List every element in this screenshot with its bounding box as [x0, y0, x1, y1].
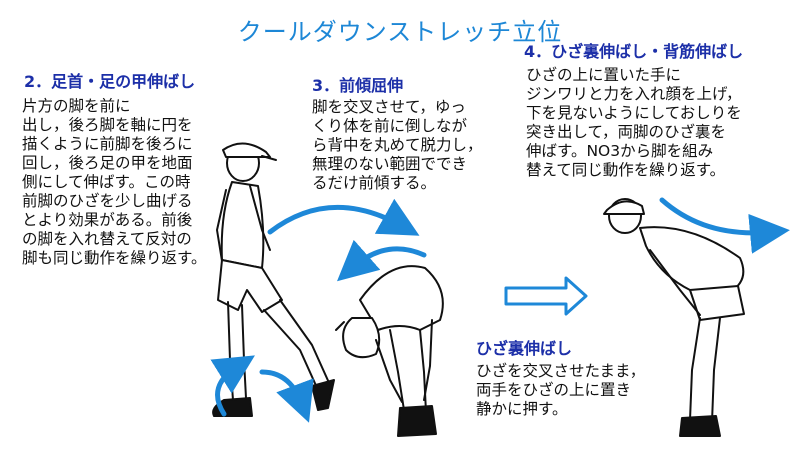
- motion-arrows: [210, 197, 790, 423]
- bending-figure-illustration: [335, 265, 444, 437]
- right-arrow-icon: [504, 276, 588, 316]
- section-2-text: 片方の脚を前に 出し，後ろ脚を軸に円を 描くように前脚を後ろに 回し，後ろ足の甲…: [22, 97, 207, 267]
- section-4-text: ひざの上に置いた手に ジンワリと力を入れ顔を上げ， 下を見ないようにしておしりを…: [526, 66, 742, 179]
- section-2-heading: 2．足首・足の甲伸ばし: [24, 72, 196, 91]
- standing-figure-illustration: [212, 142, 335, 417]
- back-arc-arrow-icon: [210, 355, 255, 417]
- down-arc-arrow-icon: [259, 369, 314, 423]
- back-arc-right-arrow-icon: [659, 197, 790, 254]
- section-4-heading: 4．ひざ裏伸ばし・背筋伸ばし: [524, 42, 744, 61]
- hamstring-heading: ひざ裏伸ばし: [476, 339, 573, 358]
- hamstring-text: ひざを交叉させたまま， 両手をひざの上に置き 静かに押す。: [476, 362, 646, 418]
- top-arc-arrow-icon: [336, 239, 427, 282]
- page-title: クールダウンストレッチ立位: [237, 18, 563, 46]
- section-3-heading: 3．前傾屈伸: [312, 76, 404, 95]
- forward-arc-arrow-icon: [267, 198, 420, 236]
- leaning-figure-illustration: [603, 198, 745, 437]
- section-3-text: 脚を交叉させて，ゆっ くり体を前に倒しなが ら背中を丸めて脱力し， 無理のない範…: [312, 98, 483, 192]
